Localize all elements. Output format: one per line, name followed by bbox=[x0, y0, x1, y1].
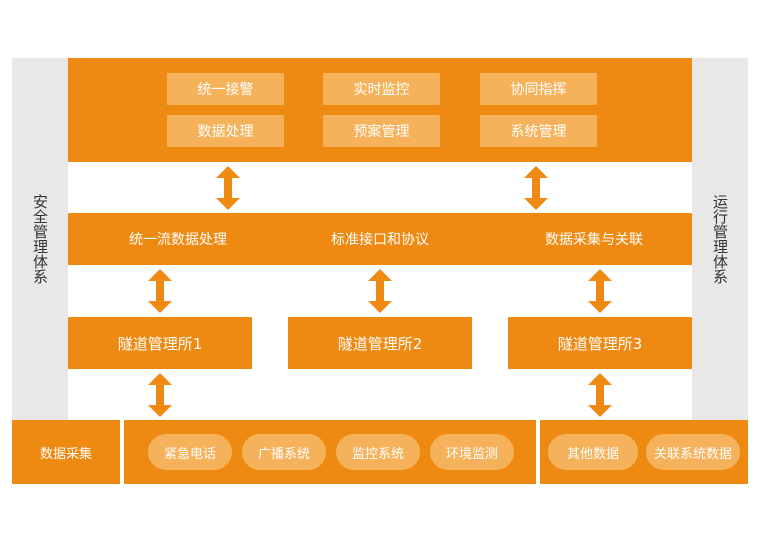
source-pill-broadcast-system[interactable]: 广播系统 bbox=[242, 434, 326, 470]
func-button-realtime-monitor[interactable]: 实时监控 bbox=[323, 73, 440, 105]
tunnel-station-1[interactable]: 隧道管理所1 bbox=[68, 317, 252, 369]
func-button-coordinated-command[interactable]: 协同指挥 bbox=[480, 73, 597, 105]
left-side-panel bbox=[12, 58, 68, 420]
func-button-system-management[interactable]: 系统管理 bbox=[480, 115, 597, 147]
double-headed-vertical-arrow-icon bbox=[586, 373, 614, 417]
security-management-label: 安全管理体系 bbox=[31, 194, 49, 284]
data-collection-label: 数据采集 bbox=[39, 446, 92, 462]
double-headed-vertical-arrow-icon bbox=[214, 166, 242, 210]
middle-item-stream-processing: 统一流数据处理 bbox=[129, 232, 227, 248]
middle-item-data-collection-association: 数据采集与关联 bbox=[545, 232, 643, 248]
right-side-panel bbox=[692, 58, 748, 420]
func-button-unified-alarm[interactable]: 统一接警 bbox=[167, 73, 284, 105]
operation-management-label: 运行管理体系 bbox=[711, 194, 729, 284]
source-pill-other-data[interactable]: 其他数据 bbox=[548, 434, 638, 470]
data-collection-label-box bbox=[12, 420, 120, 484]
source-pill-monitoring-system[interactable]: 监控系统 bbox=[336, 434, 420, 470]
tunnel-station-3[interactable]: 隧道管理所3 bbox=[508, 317, 692, 369]
func-button-data-processing[interactable]: 数据处理 bbox=[167, 115, 284, 147]
source-pill-emergency-phone[interactable]: 紧急电话 bbox=[148, 434, 232, 470]
double-headed-vertical-arrow-icon bbox=[522, 166, 550, 210]
double-headed-vertical-arrow-icon bbox=[146, 373, 174, 417]
double-headed-vertical-arrow-icon bbox=[586, 269, 614, 313]
middle-item-standard-interface: 标准接口和协议 bbox=[331, 232, 429, 248]
source-pill-related-system-data[interactable]: 关联系统数据 bbox=[646, 434, 740, 470]
source-pill-environment-monitoring[interactable]: 环境监测 bbox=[430, 434, 514, 470]
func-button-plan-management[interactable]: 预案管理 bbox=[323, 115, 440, 147]
double-headed-vertical-arrow-icon bbox=[366, 269, 394, 313]
tunnel-station-2[interactable]: 隧道管理所2 bbox=[288, 317, 472, 369]
middle-service-bar bbox=[68, 213, 692, 265]
double-headed-vertical-arrow-icon bbox=[146, 269, 174, 313]
